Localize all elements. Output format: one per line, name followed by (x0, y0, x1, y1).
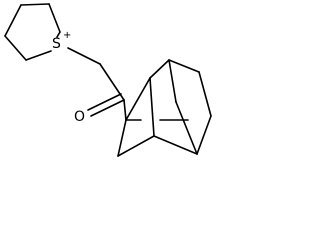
adamantane-cage (117, 59, 212, 157)
ring-bond-c5-c1 (4, 4, 22, 37)
oxygen-atom-label: O (74, 109, 85, 125)
sulfur-charge-label: + (63, 30, 71, 41)
cage-bond-9 (168, 59, 177, 103)
cage-bond-8 (125, 77, 151, 121)
cage-bond-6 (168, 59, 200, 73)
acyl-chain (67, 47, 127, 121)
cage-bond-4 (196, 115, 212, 155)
cage-bond-1 (117, 119, 127, 157)
ring-bond-c1-c2 (20, 3, 50, 6)
cage-bond-3 (153, 135, 198, 155)
ring-bond-s-c4 (25, 50, 52, 61)
molecule-structure: S + O (4, 3, 212, 157)
cage-bond-5 (198, 71, 212, 117)
ring-bond-c2-c3 (48, 3, 61, 33)
thiolane-ring (4, 3, 61, 61)
cage-bond-10 (175, 101, 198, 155)
carbonyl-double-bond-b (87, 93, 122, 111)
cage-bond-7 (149, 59, 170, 79)
bond-carbonyl-adamantyl (123, 99, 127, 121)
ring-bond-c3-s (56, 31, 61, 38)
cage-bond-11 (149, 77, 155, 137)
ring-bond-c4-c5 (4, 35, 27, 61)
carbonyl-double-bond-a (90, 99, 125, 117)
bond-s-ch2 (67, 47, 101, 65)
sulfur-atom-label: S (52, 36, 61, 52)
cage-bond-2 (117, 135, 155, 157)
